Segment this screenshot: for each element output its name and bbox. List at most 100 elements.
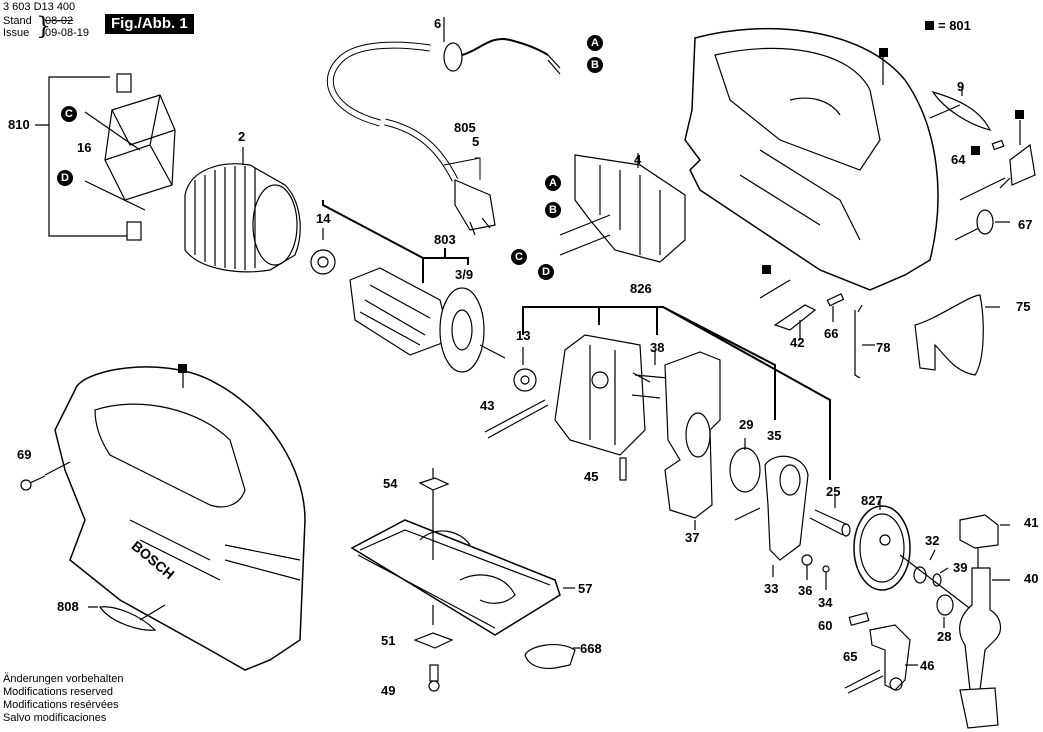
figure-title: Fig./Abb. 1	[105, 14, 194, 34]
part-label-45: 45	[584, 469, 599, 484]
brace-symbol: }	[36, 12, 52, 40]
pin-43	[484, 399, 549, 439]
part-label-66: 66	[824, 326, 839, 341]
footer-line-es: Salvo modificaciones	[3, 712, 107, 724]
issue-date: 09-08-19	[45, 27, 90, 39]
part-label-14: 14	[316, 211, 331, 226]
connector-badge-a: A	[587, 35, 603, 51]
screw-69	[20, 475, 46, 491]
power-cord-6	[327, 17, 561, 182]
part-label-13: 13	[516, 328, 531, 343]
connector-badge-c-switch: C	[511, 249, 527, 265]
part-label-36: 36	[798, 583, 813, 598]
connector-badge-b-switch: B	[545, 202, 561, 218]
label-plate-9	[929, 86, 992, 131]
field-coil-2	[184, 147, 301, 273]
part-label-16: 16	[77, 140, 92, 155]
part-label-805: 805	[454, 120, 476, 135]
knob-and-spring-64	[959, 120, 1036, 201]
lever-67	[954, 209, 1010, 241]
plug-5	[443, 157, 496, 236]
part-label-43: 43	[480, 398, 495, 413]
issue-label: Issue	[3, 27, 30, 39]
part-label-32: 32	[925, 533, 940, 548]
housing-left-801	[44, 366, 306, 671]
connector-badge-a-switch: A	[545, 175, 561, 191]
plunger-40-41	[959, 514, 1010, 729]
stand-label: Stand	[3, 15, 32, 27]
connector-badge-d: D	[57, 170, 73, 186]
part-label-6: 6	[434, 16, 442, 31]
connector-badge-c: C	[61, 106, 77, 122]
part-label-64: 64	[951, 152, 966, 167]
roller-28	[936, 594, 954, 628]
part-label-54: 54	[383, 476, 398, 491]
pin-45	[619, 457, 627, 481]
housing-set-marker-icon	[879, 48, 888, 57]
part-label-69: 69	[17, 447, 32, 462]
housing-set-marker-icon	[178, 364, 187, 373]
part-label-33: 33	[764, 581, 779, 596]
lever-33	[734, 455, 809, 577]
washers-36-34	[801, 554, 830, 590]
part-label-57: 57	[578, 581, 593, 596]
part-label-826: 826	[630, 281, 652, 296]
part-label-25: 25	[826, 484, 841, 499]
parts-60-46-65	[844, 612, 918, 694]
part-label-41: 41	[1024, 515, 1039, 530]
black-square-icon	[925, 21, 934, 30]
part-label-28: 28	[937, 629, 952, 644]
housing-set-marker-icon	[1015, 110, 1024, 119]
part-label-4: 4	[634, 152, 642, 167]
nut-54-51-screw-49	[413, 468, 454, 692]
part-label-803: 803	[434, 232, 456, 247]
part-label-34: 34	[818, 595, 833, 610]
document-number: 3 603 D13 400	[3, 1, 76, 13]
footer-line-de: Änderungen vorbehalten	[3, 673, 124, 685]
connector-badge-b: B	[587, 57, 603, 73]
guard-75	[914, 294, 1000, 376]
part-label-810: 810	[8, 117, 30, 132]
part-label-827: 827	[861, 493, 883, 508]
housing-set-marker-icon	[762, 265, 771, 274]
base-plate-57	[350, 519, 575, 636]
window-808	[88, 604, 166, 631]
part-label-38: 38	[650, 340, 665, 355]
legend-text: = 801	[938, 18, 971, 33]
part-label-67: 67	[1018, 217, 1033, 232]
bearing-13	[513, 347, 537, 392]
switch-4	[559, 153, 686, 263]
bearing-14	[310, 228, 336, 275]
armature-3-9	[349, 267, 506, 373]
part-label-75: 75	[1016, 299, 1031, 314]
part-label-39: 39	[953, 560, 968, 575]
footer-line-en: Modifications reserved	[3, 686, 114, 698]
part-label-78: 78	[876, 340, 891, 355]
pin-38	[632, 350, 656, 383]
washer-29	[729, 438, 761, 493]
part-label-668: 668	[580, 641, 602, 656]
clip-668	[524, 643, 580, 670]
part-label-60: 60	[818, 618, 833, 633]
part-label-49: 49	[381, 683, 396, 698]
part-label-29: 29	[739, 417, 754, 432]
stand-date-struck: 08-02	[45, 15, 74, 27]
bracket-803	[322, 200, 469, 283]
part-label-65: 65	[843, 649, 858, 664]
part-label-35: 35	[767, 428, 782, 443]
part-label-40: 40	[1024, 571, 1039, 586]
pin-25	[809, 495, 851, 537]
connector-badge-d-switch: D	[538, 264, 554, 280]
brush-holder-16	[84, 73, 176, 241]
part-label-51: 51	[381, 633, 396, 648]
part-label-37: 37	[685, 530, 700, 545]
housing-right-801	[684, 27, 939, 291]
part-label-42: 42	[790, 335, 805, 350]
plate-37	[664, 351, 721, 530]
part-label-3-9: 3/9	[455, 267, 474, 282]
bracket-810	[35, 76, 128, 237]
legend: = 801	[925, 18, 971, 33]
part-label-5: 5	[472, 134, 480, 149]
footer-line-fr: Modifications resérvées	[3, 699, 119, 711]
